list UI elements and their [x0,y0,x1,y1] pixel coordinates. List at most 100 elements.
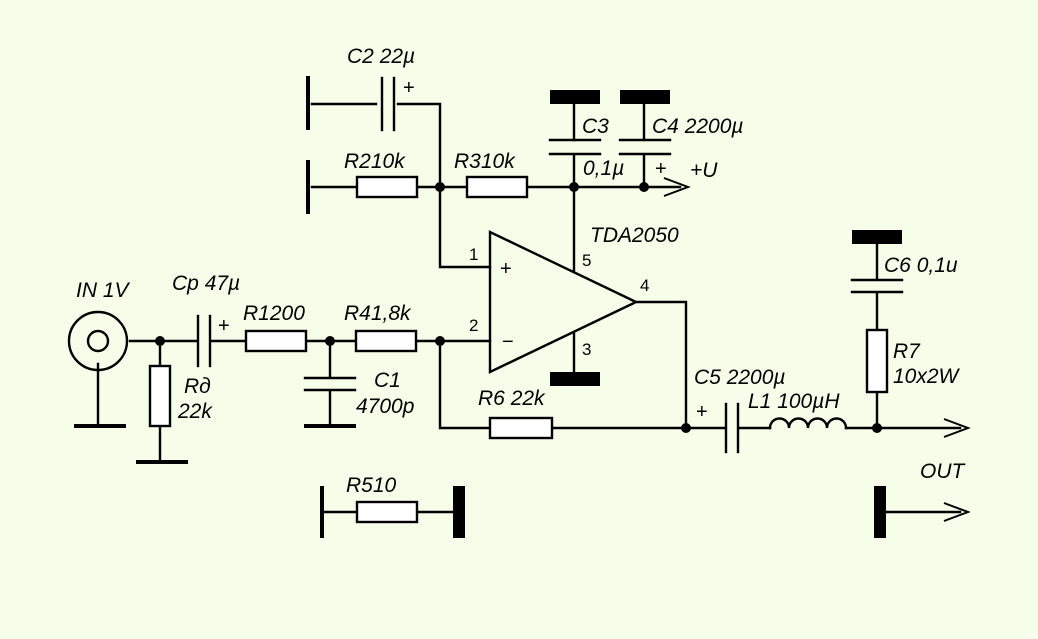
c3-value: 0,1µ [583,157,624,180]
pin-2-label: 2 [469,316,478,335]
r4-ref: R4 [344,302,371,325]
r5-value: 10 [373,474,397,497]
r2-ref: R2 [344,150,371,173]
cp-value: 47µ [205,272,240,295]
r3-value: 10k [481,150,516,173]
resistor-r1 [244,329,308,353]
polarity-marks: + + + + + − [218,77,708,423]
ground-c4 [620,90,670,104]
r1-value: 200 [269,302,305,325]
output-arrow [943,418,971,438]
jack-inner-pin [86,329,110,353]
pin-5-label: 5 [582,251,591,270]
l1-label: L1 100µH [748,390,840,413]
r4-label: R41,8k [344,302,412,325]
pin-numbers: 1 2 3 4 5 [469,245,649,359]
resistor-r7 [865,328,889,394]
c2-ref: C2 [347,45,374,68]
resistor-r3 [465,175,529,199]
cp-plus-mark: + [218,315,230,337]
rd-value: 22k [177,400,213,423]
rd-ref: Rд [184,375,211,398]
r6-value: 22k [510,387,546,410]
wires [96,102,962,514]
junction-dot [639,182,649,192]
c5-plus-mark: + [696,401,708,423]
r5-ref: R5 [346,474,373,497]
junction-dot [435,182,445,192]
c4-ref: C4 [652,115,679,138]
output-label: OUT [920,460,967,483]
supply-label: +U [690,159,718,182]
r2-label: R210k [344,150,406,173]
opamp-tda2050 [488,230,639,374]
c2-plus-mark: + [403,77,415,99]
c5-value: 2200µ [726,366,786,389]
wire-r6-left [438,339,492,430]
junction-dot [325,336,335,346]
inductor-l1 [768,417,848,430]
c4-label: C4 2200µ [652,115,744,138]
ground-out [874,486,886,538]
input-label: IN 1V [76,279,131,302]
cp-label: Cp 47µ [172,272,240,295]
junction-dot [435,336,445,346]
ground-r5-right [453,486,465,538]
c6-ref: C6 [884,254,911,277]
c6-value: 0,1u [917,254,958,277]
r7-value: 10x2W [893,365,961,388]
c2-value: 22µ [379,45,415,68]
r5-label: R510 [346,474,397,497]
resistor-r4 [354,329,418,353]
c5-label: C5 2200µ [694,366,786,389]
junction-dot [155,336,165,346]
opamp-inverting-mark: − [502,331,514,353]
input-jack [67,310,129,372]
r1-ref: R1 [243,302,270,325]
resistors [148,175,889,524]
r7-ref: R7 [893,340,921,363]
r4-value: 1,8k [371,302,412,325]
c4-value: 2200µ [684,115,744,138]
c1-ref: C1 [374,369,401,392]
capacitors [196,76,904,454]
resistor-r5 [355,500,419,524]
pin-1-label: 1 [469,245,478,264]
r2-value: 10k [371,150,406,173]
c2-label: C2 22µ [347,45,415,68]
wire-pin4-out [634,300,688,430]
r6-ref: R6 [478,387,505,410]
arrows [663,177,971,522]
resistor-r6 [488,416,554,440]
c4-plus-mark: + [655,158,667,180]
ic-part-label: TDA2050 [590,224,679,247]
c5-ref: C5 [694,366,721,389]
jack-outer-ring [67,310,129,372]
l1-value: 100µH [777,390,840,413]
supply-arrow [663,177,691,197]
junction-dot [681,423,691,433]
l1-ref: L1 [748,390,771,413]
junction-dot [872,423,882,433]
c1-value: 4700p [356,395,414,418]
opamp-noninverting-mark: + [500,258,512,280]
pin-3-label: 3 [582,340,591,359]
cp-ref: Cp [172,272,199,295]
component-labels: C2 22µ R210k R310k C3 0,1µ C4 2200µ +U T… [76,45,967,497]
ground-pin3 [550,372,600,386]
output-ground-arrow [943,502,971,522]
pin-4-label: 4 [640,276,649,295]
r3-label: R310k [454,150,516,173]
r6-label: R6 22k [478,387,546,410]
junctions [155,182,882,433]
r3-ref: R3 [454,150,481,173]
ground-c3 [550,90,600,104]
resistor-r2 [355,175,419,199]
ground-c6 [852,230,902,244]
c3-ref: C3 [582,115,609,138]
c6-label: C6 0,1u [884,254,958,277]
resistor-rd [148,364,172,428]
r1-label: R1200 [243,302,305,325]
junction-dot [569,182,579,192]
